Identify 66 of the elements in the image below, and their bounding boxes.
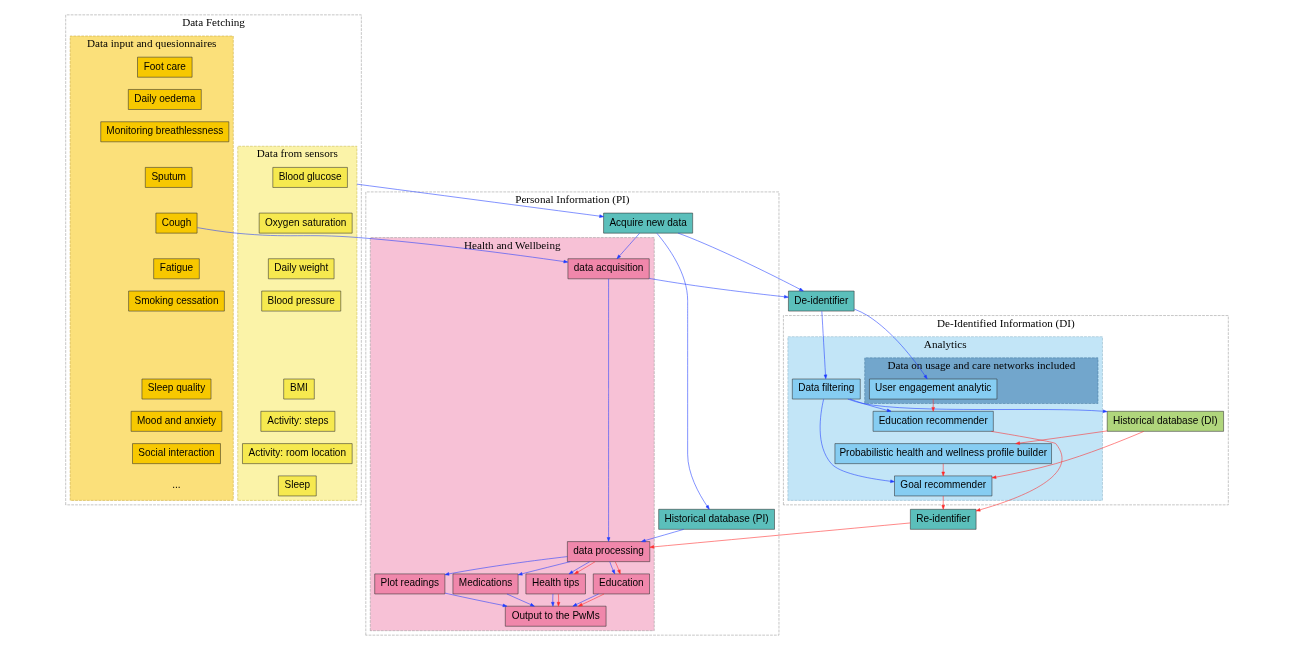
arrow <box>606 278 611 542</box>
arrow <box>572 593 599 607</box>
arrow <box>444 556 568 576</box>
arrow <box>578 593 605 607</box>
arrow <box>931 398 935 412</box>
arrow <box>819 398 895 483</box>
node-text: ... <box>172 479 181 491</box>
arrow <box>356 183 604 218</box>
arrow <box>991 431 1144 479</box>
arrow <box>568 561 590 575</box>
node-box: Oxygen saturation <box>258 212 353 234</box>
arrow <box>854 308 928 380</box>
node-box: Activity: room location <box>242 443 353 464</box>
arrow <box>649 522 911 549</box>
node-box: data processing <box>567 541 651 562</box>
arrow <box>849 398 892 412</box>
node-box: Daily oedema <box>128 89 202 110</box>
node-box: Goal recommender <box>894 475 993 497</box>
node-box: Monitoring breathlessness <box>100 121 230 143</box>
node-box: Sleep <box>278 475 317 497</box>
arrow <box>574 561 596 575</box>
arrow <box>551 593 555 607</box>
node-box: Activity: steps <box>260 411 336 432</box>
arrow <box>506 593 535 607</box>
arrow <box>197 227 569 264</box>
node-box: Cough <box>155 212 198 234</box>
arrow <box>975 431 1063 512</box>
node-box: Social interaction <box>132 443 221 464</box>
node-box: data acquisition <box>567 258 650 280</box>
node-box: Blood pressure <box>261 290 342 312</box>
node-box: Mood and anxiety <box>130 411 223 432</box>
arrow <box>609 561 616 575</box>
node-box: Health tips <box>525 573 586 595</box>
arrow <box>518 561 571 576</box>
arrow <box>821 310 828 380</box>
node-box: Data filtering <box>792 378 861 400</box>
node-box: Foot care <box>137 56 193 78</box>
node-box: Smoking cessation <box>128 290 225 312</box>
node-box: Acquire new data <box>603 212 693 234</box>
node-box: BMI <box>283 378 315 400</box>
node-box: Sputum <box>145 167 193 188</box>
arrow <box>444 592 508 607</box>
arrow <box>941 495 945 510</box>
node-box: De-identifier <box>788 290 855 312</box>
arrow <box>641 529 685 543</box>
arrow <box>677 232 804 292</box>
node-box: Historical database (DI) <box>1106 411 1224 432</box>
arrow <box>656 233 710 510</box>
node-box: Sleep quality <box>141 378 212 400</box>
arrow <box>1015 430 1108 445</box>
node-box: User engagement analytic <box>869 378 998 400</box>
node-box: Medications <box>452 573 519 595</box>
node-box: Plot readings <box>374 573 446 595</box>
arrow <box>556 593 561 607</box>
arrow <box>941 463 945 477</box>
arrow <box>616 233 640 259</box>
node-box: Fatigue <box>153 258 200 280</box>
node-box: Blood glucose <box>272 167 348 188</box>
node-box: Education recommender <box>872 411 994 432</box>
arrow <box>614 561 621 575</box>
arrow <box>847 398 1108 413</box>
arrow <box>649 278 789 299</box>
node-box: Historical database (PI) <box>658 509 775 530</box>
node-box: Education <box>593 573 650 595</box>
node-box: Re-identifier <box>910 509 977 530</box>
node-box: Daily weight <box>268 258 335 280</box>
